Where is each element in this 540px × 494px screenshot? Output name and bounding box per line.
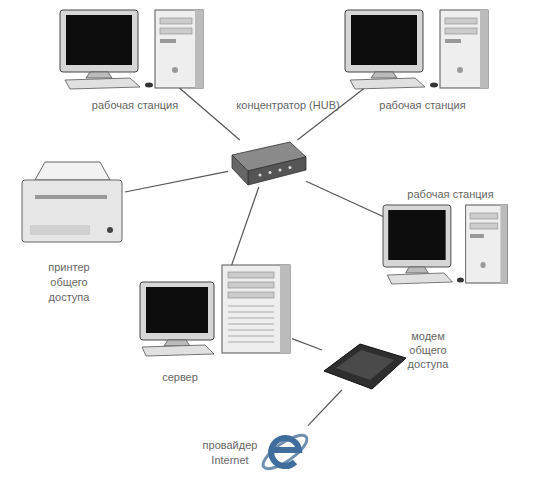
network-cable (308, 390, 342, 426)
printer-slot (35, 195, 107, 199)
device-node: сервер (140, 265, 292, 355)
network-cable (297, 88, 364, 140)
network-cable (292, 339, 322, 350)
device-node: модем общего доступа (322, 342, 407, 390)
device-node: провайдер Internet (262, 420, 308, 480)
keyboard (142, 345, 214, 356)
printer-illustration (22, 162, 122, 242)
workstation-illustration (60, 10, 203, 89)
modem-body (324, 344, 406, 389)
device-label: сервер (140, 370, 220, 384)
internet-logo (259, 430, 312, 475)
drive-bay (228, 282, 274, 288)
device-label: провайдер Internet (190, 438, 270, 468)
hub-front (248, 157, 306, 185)
device-label: рабочая станция (60, 98, 210, 112)
network-cable (176, 85, 240, 140)
network-cable (125, 171, 228, 192)
device-label: рабочая станция (350, 98, 495, 112)
monitor-screen (146, 287, 208, 333)
device-label: концентратор (HUB) (233, 94, 343, 116)
logo-swoosh (259, 430, 312, 475)
hub-side (232, 155, 248, 185)
hub-led (279, 169, 282, 172)
device-label: модем общего доступа (397, 329, 459, 371)
server-illustration (140, 265, 290, 356)
hub-illustration (232, 142, 306, 185)
workstation-illustration (383, 205, 507, 284)
drive-bay (228, 272, 274, 278)
device-label: рабочая станция (388, 187, 513, 201)
printer-body (22, 180, 122, 242)
workstation-illustration (345, 10, 488, 89)
printer-panel (30, 225, 90, 235)
printer-button (107, 227, 113, 233)
hub-led (269, 171, 272, 174)
device-node: рабочая станция (60, 10, 205, 85)
network-cable (306, 181, 383, 216)
device-node: рабочая станция (345, 10, 485, 88)
paper-tray (35, 162, 110, 180)
device-node: принтер общего доступа (20, 160, 125, 245)
server-case (222, 265, 290, 353)
monitor-stand (164, 340, 190, 346)
device-node: концентратор (HUB) (228, 140, 306, 187)
hub-led (259, 174, 262, 177)
hub-led (289, 166, 292, 169)
logo-letter (271, 438, 299, 466)
device-label: принтер общего доступа (38, 260, 100, 305)
server-vents (228, 306, 274, 342)
modem-illustration (324, 344, 406, 389)
monitor-case (140, 282, 214, 340)
device-node: рабочая станция (383, 205, 508, 285)
server-side (280, 265, 290, 353)
modem-top (336, 350, 394, 380)
drive-bay (228, 292, 274, 298)
network-cable (232, 187, 259, 265)
